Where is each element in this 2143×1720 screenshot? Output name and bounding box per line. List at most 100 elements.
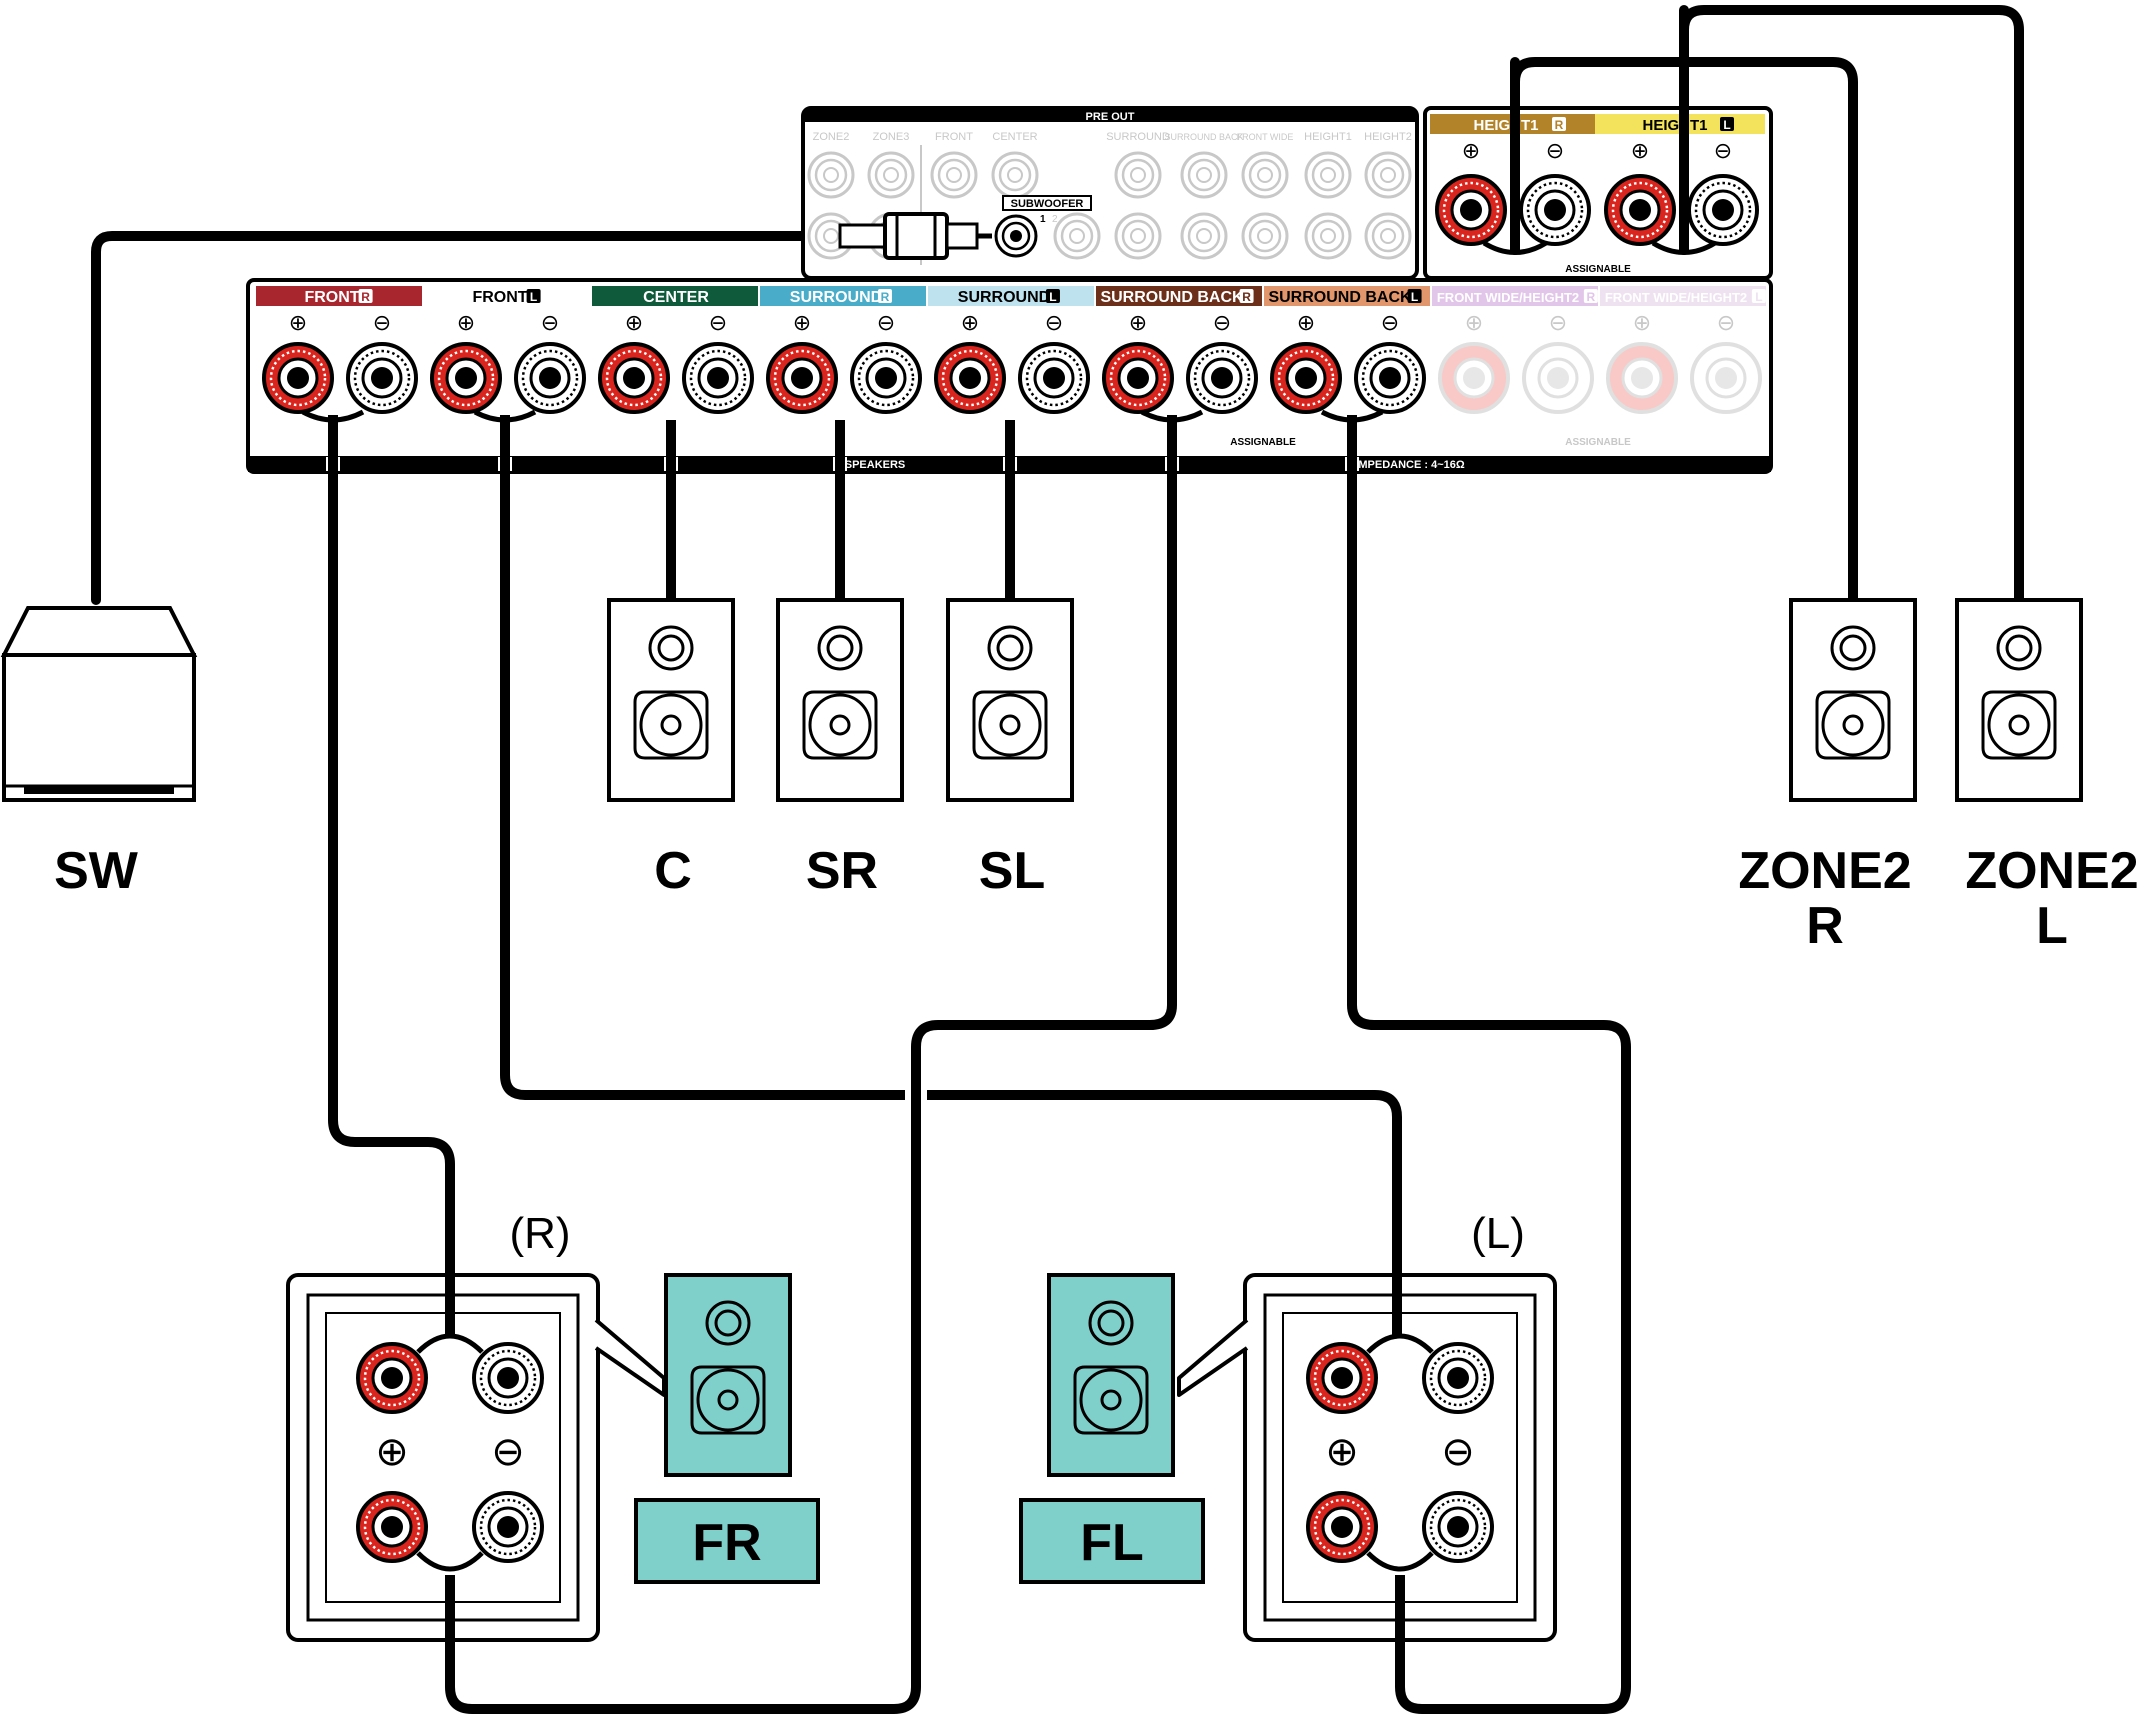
channel-header-surround-back-r: [1096, 286, 1262, 306]
plus-symbol-front-l: ⊕: [457, 310, 475, 335]
front-r-cable-minus: [445, 410, 1177, 1714]
subwoofer-jack-number-2: 2: [1052, 214, 1058, 225]
channel-badge-bg-front-r: [358, 289, 373, 303]
front-l-cable-plus: [500, 410, 1402, 1343]
pre-out-title: PRE OUT: [1086, 111, 1135, 123]
front-l-plus-symbol: ⊕: [1325, 1430, 1359, 1474]
front-r-lower-minus-terminal: [472, 1491, 544, 1563]
minus-symbol-front-wide-height2-l: ⊖: [1717, 310, 1735, 335]
assignable-label-2: ASSIGNABLE: [1565, 437, 1631, 448]
pre-out-label-center: CENTER: [992, 131, 1037, 143]
plus-symbol-front-r: ⊕: [289, 310, 307, 335]
channel-badge-front-r: R: [361, 290, 370, 304]
plus-symbol-surround-l: ⊕: [961, 310, 979, 335]
minus-terminal-surround-l: [1018, 342, 1090, 414]
height-l-minus-terminal: [1687, 174, 1759, 246]
channel-header-front-l: [424, 286, 590, 306]
height-l-plus-symbol: ⊕: [1631, 138, 1649, 163]
subwoofer-jack-number-1: 1: [1040, 214, 1046, 225]
channel-badge-bg-front-wide-height2-r: [1583, 289, 1598, 303]
surround-r-label: SR: [806, 842, 878, 900]
pre-out-label-height2: HEIGHT2: [1364, 131, 1412, 143]
rca-plug: [838, 212, 992, 260]
front-r-upper-minus-terminal: [472, 1342, 544, 1414]
plus-terminal-surround-r: [766, 342, 838, 414]
channel-label-front-r: FRONT: [304, 289, 359, 306]
minus-symbol-center: ⊖: [709, 310, 727, 335]
height1-l-badge: L: [1723, 118, 1730, 132]
height-r-plus-symbol: ⊕: [1462, 138, 1480, 163]
channel-header-front-wide-height2-l: [1600, 286, 1766, 306]
plus-symbol-surround-back-l: ⊕: [1297, 310, 1315, 335]
pre-out-panel: PRE OUT ZONE2 ZONE3 FRONT CENTER SURROUN…: [801, 106, 1419, 280]
front-r-minus-symbol: ⊖: [491, 1430, 525, 1474]
channel-label-surround-back-r: SURROUND BACK: [1100, 289, 1244, 306]
pre-out-label-height1: HEIGHT1: [1304, 131, 1352, 143]
channel-label-surround-back-l: SURROUND BACK: [1268, 289, 1412, 306]
minus-symbol-surround-back-r: ⊖: [1213, 310, 1231, 335]
surround-l-label: SL: [979, 842, 1045, 900]
channel-polarity-symbols: ⊕⊖⊕⊖⊕⊖⊕⊖⊕⊖⊕⊖⊕⊖⊕⊖⊕⊖: [289, 310, 1735, 335]
front-l-tag: (L): [1471, 1209, 1525, 1258]
channel-label-surround-l: SURROUND: [958, 289, 1050, 306]
minus-symbol-front-r: ⊖: [373, 310, 391, 335]
height-r-minus-terminal: [1519, 174, 1591, 246]
surround-l-speaker: [946, 598, 1074, 802]
channel-badge-front-wide-height2-l: L: [1755, 290, 1762, 304]
plus-terminal-surround-l: [934, 342, 1006, 414]
minus-terminal-center: [682, 342, 754, 414]
assignable-label-1: ASSIGNABLE: [1230, 437, 1296, 448]
plus-terminal-surround-back-l: [1270, 342, 1342, 414]
minus-symbol-front-wide-height2-r: ⊖: [1549, 310, 1567, 335]
channel-label-center: CENTER: [643, 289, 709, 306]
channel-badge-bg-front-wide-height2-l: [1751, 289, 1766, 303]
minus-symbol-surround-r: ⊖: [877, 310, 895, 335]
front-r-cable-plus: [328, 410, 455, 1345]
channel-badge-surround-l: L: [1049, 290, 1056, 304]
channel-label-front-wide-height2-l: FRONT WIDE/HEIGHT2: [1605, 290, 1747, 305]
minus-symbol-surround-back-l: ⊖: [1381, 310, 1399, 335]
front-r-upper-plus-terminal: [356, 1342, 428, 1414]
plus-terminal-surround-back-r: [1102, 342, 1174, 414]
height-r-minus-symbol: ⊖: [1546, 138, 1564, 163]
channel-header-front-r: [256, 286, 422, 306]
front-r-plus-symbol: ⊕: [375, 1430, 409, 1474]
height-panel: HEIGHT1 R HEIGHT1 L ⊕ ⊖ ⊕ ⊖ ASSIGNABLE: [1423, 106, 1773, 280]
height-l-plus-terminal: [1604, 174, 1676, 246]
channel-label-surround-r: SURROUND: [790, 289, 882, 306]
minus-terminal-surround-back-r: [1186, 342, 1258, 414]
height1-r-badge: R: [1555, 118, 1564, 132]
zone2-l-speaker: [1955, 598, 2083, 802]
plus-terminal-front-wide-height2-r: [1438, 342, 1510, 414]
front-l-speaker: [1047, 1273, 1175, 1477]
plus-terminal-center: [598, 342, 670, 414]
sw-label: SW: [54, 842, 139, 900]
pre-out-label-zone2: ZONE2: [813, 131, 850, 143]
zone2-l-label-line2: L: [2036, 897, 2068, 955]
minus-terminal-front-l: [514, 342, 586, 414]
channel-badge-surround-back-l: L: [1411, 290, 1418, 304]
subwoofer: [0, 606, 198, 802]
front-l-upper-plus-terminal: [1306, 1342, 1378, 1414]
channel-badge-bg-front-l: [526, 289, 541, 303]
plus-symbol-front-wide-height2-r: ⊕: [1465, 310, 1483, 335]
plus-terminal-front-r: [262, 342, 334, 414]
zone2-r-speaker: [1789, 598, 1917, 802]
front-l-minus-symbol: ⊖: [1441, 1430, 1475, 1474]
channel-header-surround-back-l: [1264, 286, 1430, 306]
plus-symbol-front-wide-height2-l: ⊕: [1633, 310, 1651, 335]
front-l-terminal-box: ⊕ ⊖: [1177, 1273, 1557, 1642]
plus-symbol-surround-r: ⊕: [793, 310, 811, 335]
zone2-r-label-line2: R: [1806, 897, 1844, 955]
minus-symbol-surround-l: ⊖: [1045, 310, 1063, 335]
height-r-plus-terminal: [1435, 174, 1507, 246]
minus-terminal-front-r: [346, 342, 418, 414]
height1-r-label: HEIGHT1: [1473, 117, 1538, 134]
front-r-lower-plus-terminal: [356, 1491, 428, 1563]
channel-badge-surround-back-r: R: [1242, 290, 1251, 304]
minus-terminal-front-wide-height2-r: [1522, 342, 1594, 414]
speakers-bar-label: SPEAKERS: [845, 459, 906, 471]
channel-label-front-wide-height2-r: FRONT WIDE/HEIGHT2: [1437, 290, 1579, 305]
front-l-lower-plus-terminal: [1306, 1491, 1378, 1563]
